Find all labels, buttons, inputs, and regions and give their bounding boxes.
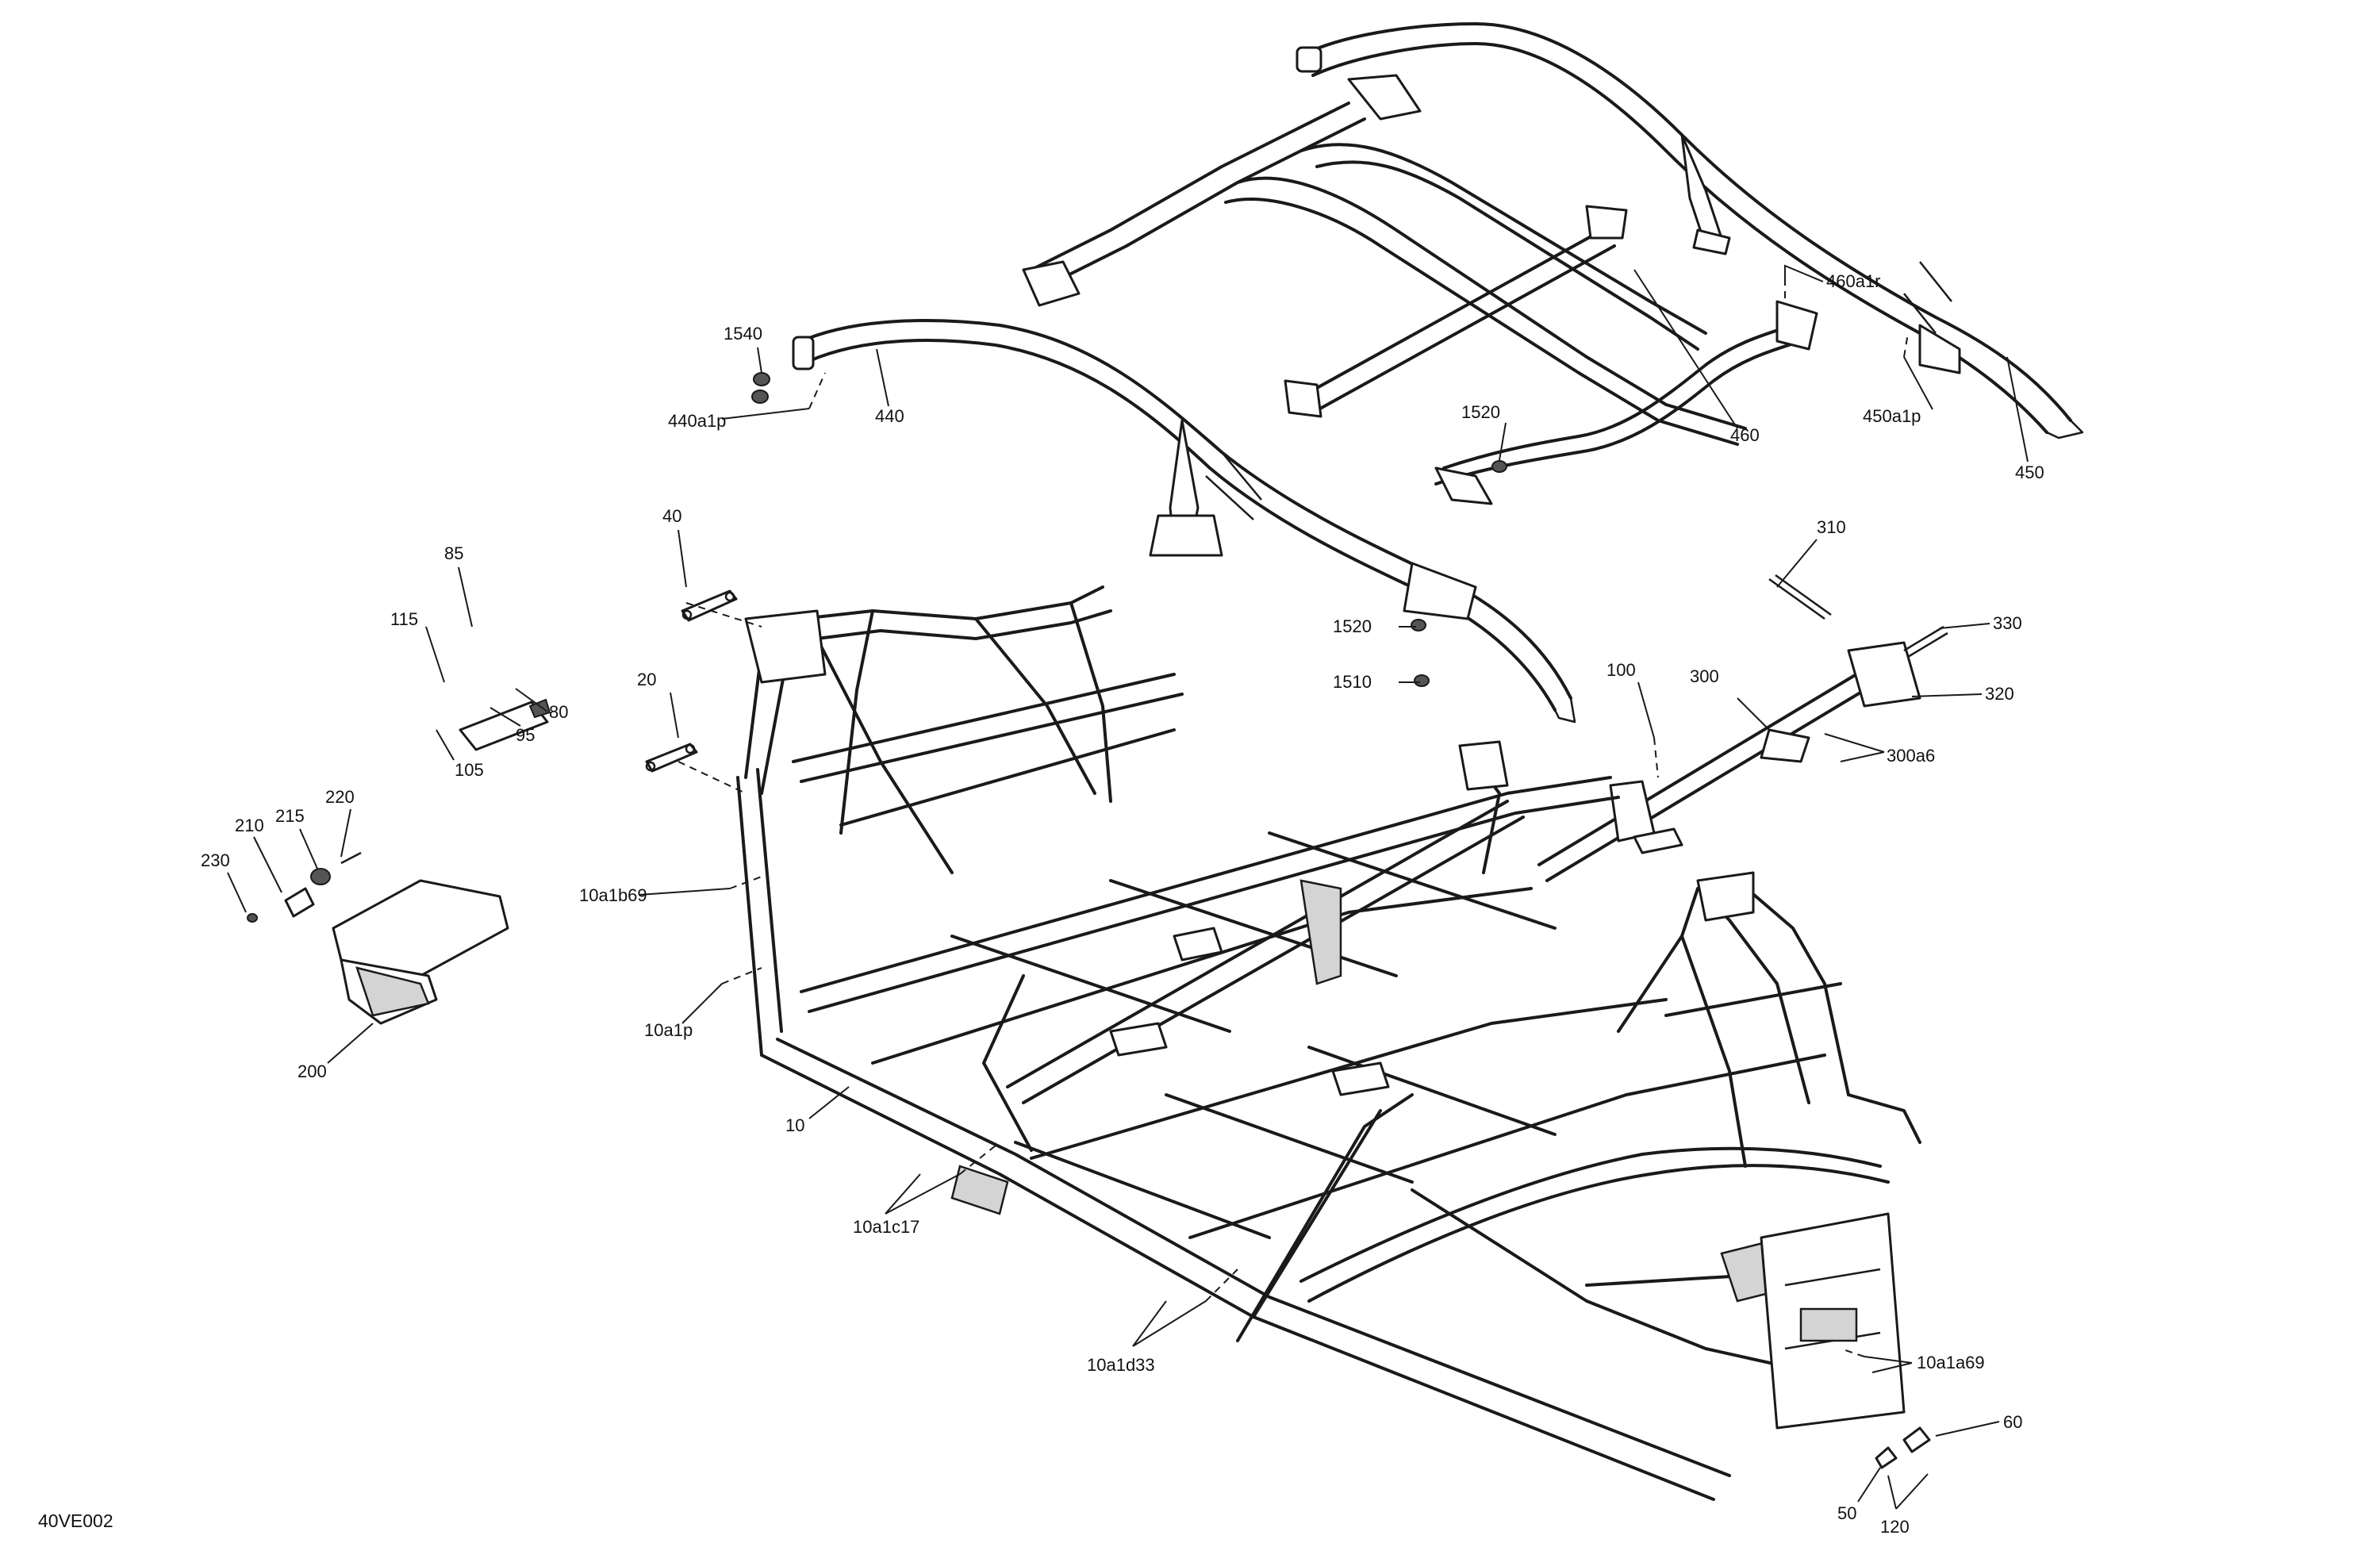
callout-20: 20 <box>637 670 656 689</box>
callout-450: 450 <box>2015 463 2044 482</box>
callout-120: 120 <box>1880 1517 1910 1537</box>
rear-roof-bar <box>1296 22 2084 439</box>
callout-460: 460 <box>1730 425 1760 445</box>
callout-220: 220 <box>325 787 355 807</box>
small-parts <box>247 372 1948 1469</box>
callout-1520-upper: 1520 <box>1461 402 1500 422</box>
callout-10a1p: 10a1p <box>644 1020 693 1040</box>
callout-85: 85 <box>444 543 463 563</box>
callout-10a1a69: 10a1a69 <box>1917 1353 1985 1372</box>
callout-40: 40 <box>662 506 681 526</box>
callout-95: 95 <box>516 725 535 745</box>
front-roof-bar <box>792 319 1576 724</box>
figure-code: 40VE002 <box>38 1510 113 1531</box>
callout-105: 105 <box>455 760 484 780</box>
callout-210: 210 <box>235 816 264 835</box>
callout-320: 320 <box>1985 684 2014 704</box>
callout-230: 230 <box>201 850 230 870</box>
callout-200: 200 <box>298 1061 327 1081</box>
callout-115: 115 <box>390 609 418 629</box>
roof-center-structure <box>1022 74 1818 505</box>
callout-460a1r: 460a1r <box>1826 271 1881 291</box>
callout-100: 100 <box>1606 660 1636 680</box>
callout-300: 300 <box>1690 666 1719 686</box>
leader-lines <box>227 264 2029 1510</box>
callout-labels: 1540 440a1p 440 460a1r 1520 460 450a1p 4… <box>201 271 2044 1537</box>
callout-80: 80 <box>549 702 568 722</box>
callout-215: 215 <box>275 806 305 826</box>
callout-1540: 1540 <box>724 324 762 344</box>
callout-300a6: 300a6 <box>1887 746 1935 766</box>
front-cross-brace <box>1537 641 1921 882</box>
callout-310: 310 <box>1817 517 1846 537</box>
callout-10a1c17: 10a1c17 <box>853 1217 919 1237</box>
callout-1510: 1510 <box>1333 672 1372 692</box>
callout-10a1d33: 10a1d33 <box>1087 1355 1155 1375</box>
callout-450a1p: 450a1p <box>1863 406 1921 426</box>
callout-1520-lower: 1520 <box>1333 616 1372 636</box>
callout-330: 330 <box>1993 613 2022 633</box>
callout-10: 10 <box>785 1115 804 1135</box>
callout-440: 440 <box>875 406 904 426</box>
callout-440a1p: 440a1p <box>668 411 726 431</box>
callout-10a1b69: 10a1b69 <box>579 885 647 905</box>
callout-60: 60 <box>2003 1412 2022 1432</box>
callout-50: 50 <box>1837 1503 1856 1523</box>
main-frame <box>736 585 1921 1501</box>
